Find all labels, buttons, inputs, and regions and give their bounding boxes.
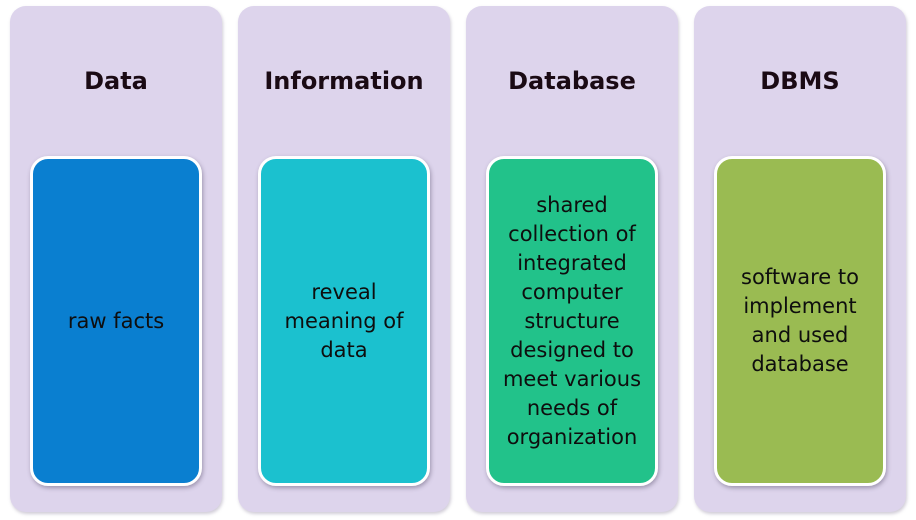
column-heading-dbms: DBMS <box>760 67 840 95</box>
column-heading-data: Data <box>84 67 148 95</box>
card-text-information: reveal meaning of data <box>284 279 404 362</box>
card-text-dbms: software to implement and used database <box>741 265 859 376</box>
column-heading-information: Information <box>264 67 424 95</box>
column-database: Database shared collection of integrated… <box>466 6 678 512</box>
card-text-database: shared collection of integrated computer… <box>502 192 642 449</box>
column-information: Information reveal meaning of data <box>238 6 450 512</box>
card-data: raw facts <box>30 156 202 486</box>
card-dbms: software to implement and used database <box>714 156 886 486</box>
card-information: reveal meaning of data <box>258 156 430 486</box>
column-data: Data raw facts <box>10 6 222 512</box>
column-dbms: DBMS software to implement and used data… <box>694 6 906 512</box>
card-text-data: raw facts <box>67 308 165 333</box>
column-heading-database: Database <box>508 67 636 95</box>
card-database: shared collection of integrated computer… <box>486 156 658 486</box>
